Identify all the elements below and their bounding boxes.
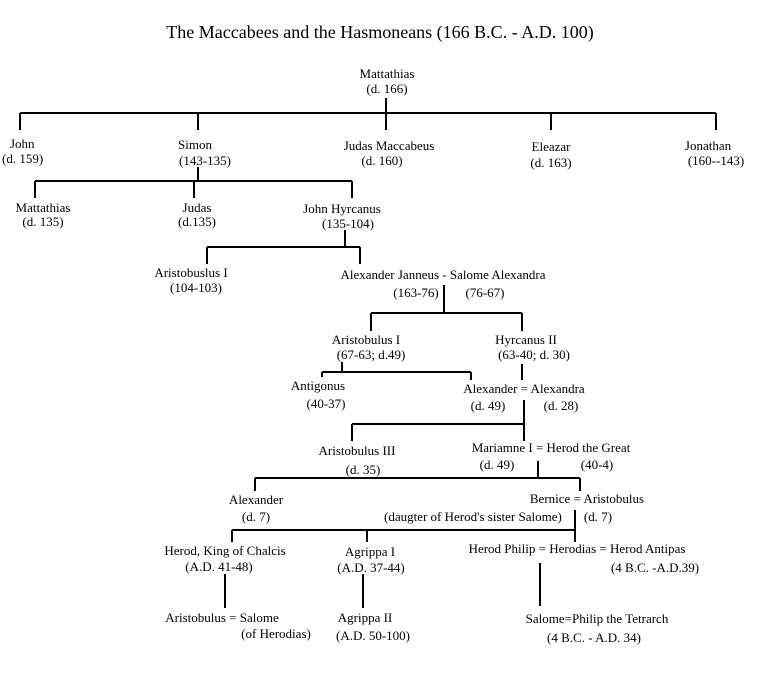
node-herod-chalcis-date: (A.D. 41-48) xyxy=(185,559,253,574)
node-bernice-aristobulus-name: Bernice = Aristobulus xyxy=(529,491,645,506)
node-aristobulus-salome-name: Aristobulus = Salome xyxy=(165,610,279,625)
node-mattathias-2-name: Mattathias xyxy=(15,200,71,215)
node-antigonus-date: (40-37) xyxy=(306,396,346,411)
node-salome-alexandra-date: (76-67) xyxy=(465,285,505,300)
node-herod-chalcis-name: Herod, King of Chalcis xyxy=(164,543,286,558)
node-aristobulus-i-name: Aristobuslus I xyxy=(154,265,228,280)
node-bernice-note: (daugter of Herod's sister Salome) xyxy=(384,509,562,524)
node-judas-maccabeus-name: Judas Maccabeus xyxy=(343,138,435,153)
node-john-hyrcanus-date: (135-104) xyxy=(322,216,374,231)
node-jonathan-name: Jonathan xyxy=(684,138,732,153)
node-judas-date: (d.135) xyxy=(178,214,216,229)
node-jonathan-date: (160--143) xyxy=(687,153,745,168)
node-mariamne-herod-name: Mariamne I = Herod the Great xyxy=(471,440,631,455)
node-alexander-date-d7: (d. 7) xyxy=(241,509,271,524)
node-alexander-alexandra-name: Alexander = Alexandra xyxy=(463,381,585,396)
node-mattathias-date: (d. 166) xyxy=(366,81,408,96)
node-aristobulus-i-b-name: Aristobulus I xyxy=(331,332,401,347)
node-judas-name: Judas xyxy=(182,200,212,215)
node-aristobulus-iii-date: (d. 35) xyxy=(345,462,381,477)
node-aristobulus-i-b-date: (67-63; d.49) xyxy=(336,347,406,362)
node-aristobulus-i-date: (104-103) xyxy=(170,280,222,295)
node-mattathias-name: Mattathias xyxy=(359,66,415,81)
node-alexandra-date: (d. 28) xyxy=(543,398,579,413)
node-salome-note: (of Herodias) xyxy=(241,626,311,641)
diagram-title: The Maccabees and the Hasmoneans (166 B.… xyxy=(166,22,594,42)
node-salome-philip-date: (4 B.C. - A.D. 34) xyxy=(547,630,641,645)
node-hyrcanus-ii-date: (63-40; d. 30) xyxy=(498,347,570,362)
node-mattathias-2-date: (d. 135) xyxy=(22,214,64,229)
node-aristobulus-date-d7: (d. 7) xyxy=(583,509,613,524)
node-alexander-janneus-date-1: (163-76) xyxy=(393,285,439,300)
node-simon-name: Simon xyxy=(178,137,212,152)
node-alexander-janneus-name: Alexander Janneus - Salome Alexandra xyxy=(340,267,546,282)
node-john-name: John xyxy=(10,136,35,151)
node-john-hyrcanus-name: John Hyrcanus xyxy=(303,201,381,216)
node-salome-philip-name: Salome=Philip the Tetrarch xyxy=(525,611,669,626)
node-agrippa-i-date: (A.D. 37-44) xyxy=(337,560,405,575)
node-mariamne-date: (d. 49) xyxy=(479,457,515,472)
node-herod-antipas-date: (4 B.C. -A.D.39) xyxy=(610,560,700,575)
node-antigonus-name: Antigonus xyxy=(290,378,346,393)
node-herod-philip-herodias-antipas-name: Herod Philip = Herodias = Herod Antipas xyxy=(468,541,686,556)
node-eleazar-name: Eleazar xyxy=(531,139,571,154)
node-john-date: (d. 159) xyxy=(2,151,44,166)
node-hyrcanus-ii-name: Hyrcanus II xyxy=(495,332,557,347)
node-alexander-name: Alexander xyxy=(228,492,284,507)
node-agrippa-ii-name: Agrippa II xyxy=(337,610,393,625)
node-agrippa-i-name: Agrippa I xyxy=(344,544,396,559)
node-agrippa-ii-date: (A.D. 50-100) xyxy=(335,628,411,643)
node-eleazar-date: (d. 163) xyxy=(530,155,572,170)
node-aristobulus-iii-name: Aristobulus III xyxy=(318,443,396,458)
node-judas-maccabeus-date: (d. 160) xyxy=(361,153,403,168)
node-alexander-date: (d. 49) xyxy=(470,398,506,413)
node-herod-great-date: (40-4) xyxy=(580,457,614,472)
node-simon-date: (143-135) xyxy=(179,153,231,168)
